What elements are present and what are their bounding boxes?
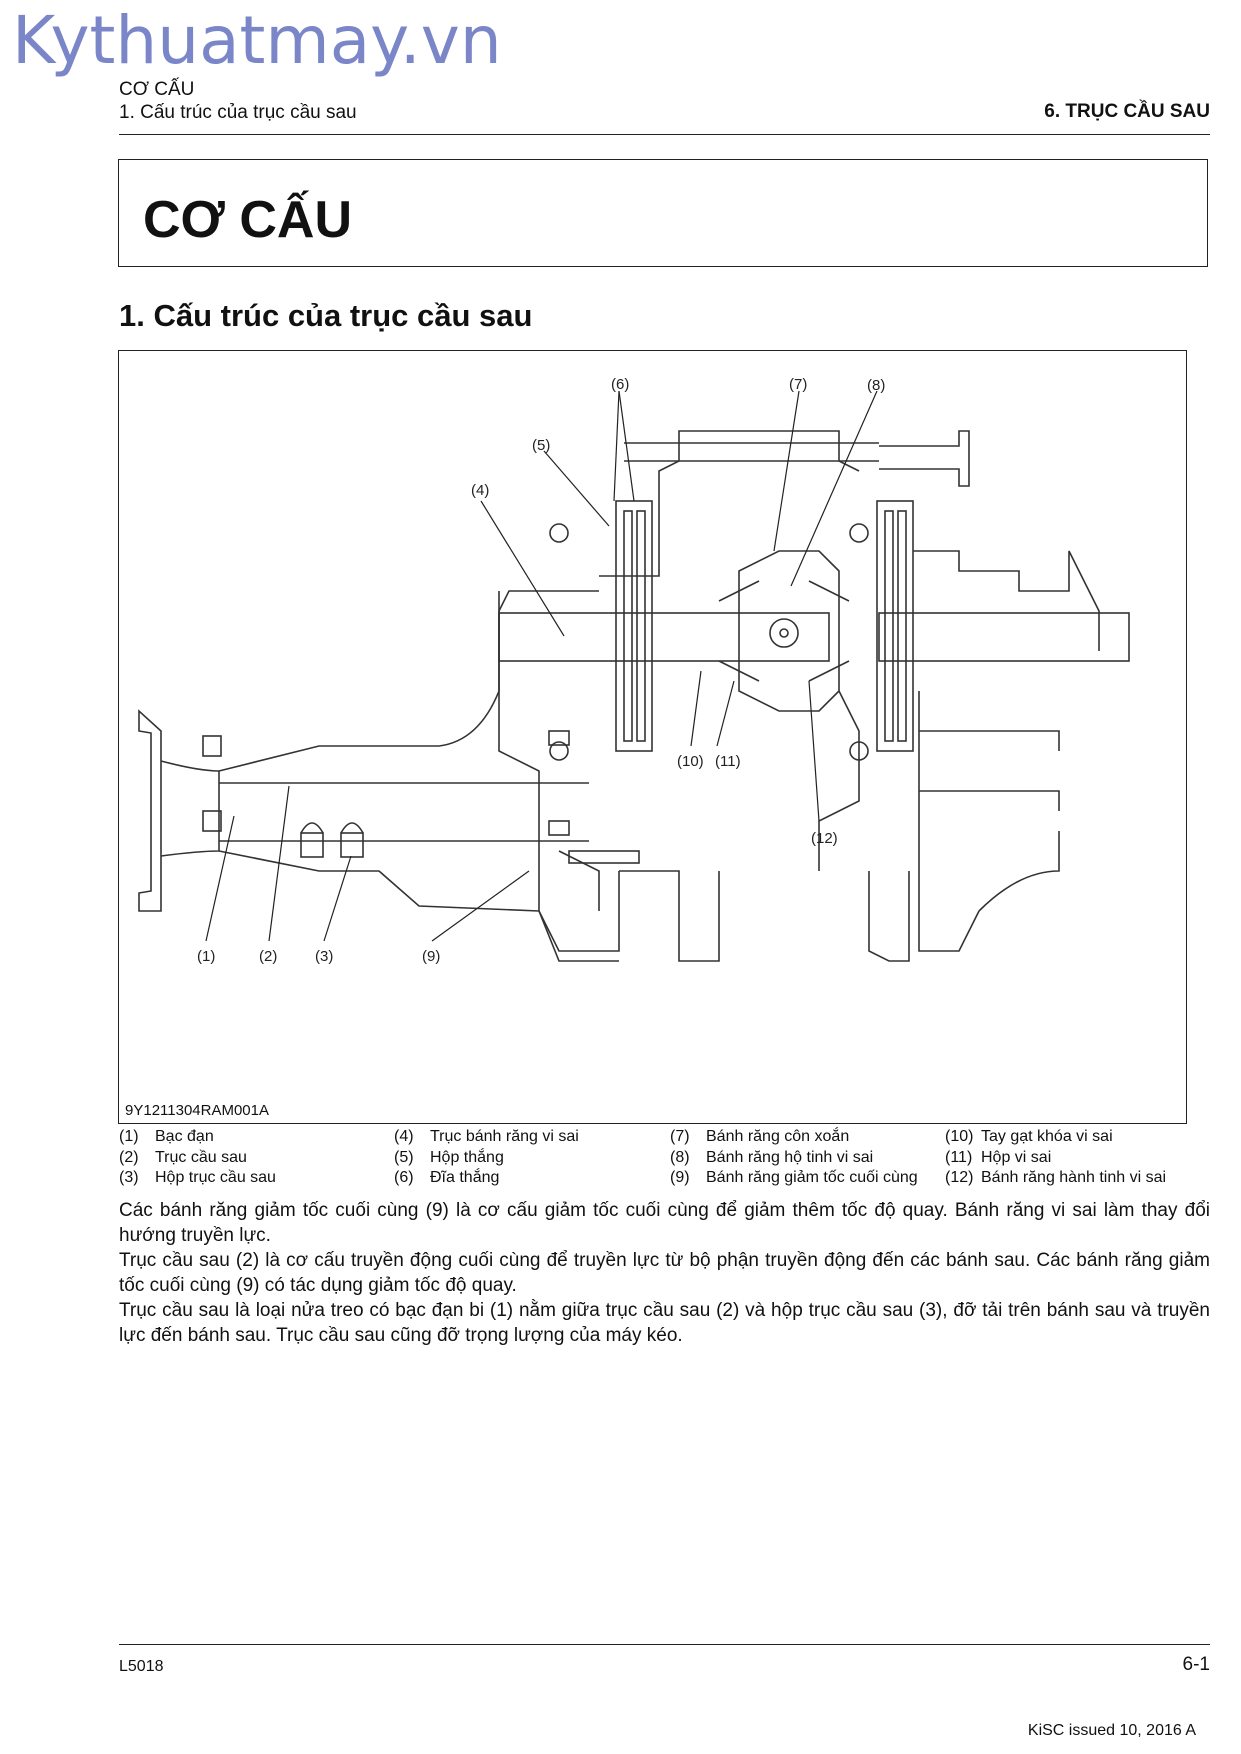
header-category: CƠ CẤU bbox=[119, 79, 195, 100]
legend-num: (3) bbox=[119, 1169, 139, 1186]
legend-item: (1) Bạc đạn bbox=[119, 1127, 276, 1148]
callout-1: (1) bbox=[197, 948, 215, 965]
callout-5: (5) bbox=[532, 437, 550, 454]
legend-text: Đĩa thắng bbox=[430, 1169, 500, 1186]
legend-text: Bánh răng côn xoắn bbox=[706, 1128, 850, 1145]
issue-note: KiSC issued 10, 2016 A bbox=[1027, 1722, 1196, 1739]
callout-10: (10) bbox=[677, 753, 704, 770]
legend-col-1: (1) Bạc đạn (2) Trục cầu sau (3) Hộp trục c… bbox=[119, 1127, 276, 1189]
body-paragraph: Các bánh răng giảm tốc cuối cùng (9) là … bbox=[119, 1200, 1210, 1246]
callout-6: (6) bbox=[611, 376, 629, 393]
legend-item: (6) Đĩa thắng bbox=[394, 1168, 579, 1189]
legend-col-3: (7) Bánh răng côn xoắn (8) Bánh răng hộ ti… bbox=[670, 1127, 918, 1189]
legend-col-2: (4) Trục bánh răng vi sai (5) Hộp thắng (6… bbox=[394, 1127, 579, 1189]
callout-2: (2) bbox=[259, 948, 277, 965]
legend-text: Hộp vi sai bbox=[981, 1148, 1052, 1166]
legend-num: (10) bbox=[945, 1128, 974, 1145]
legend-num: (5) bbox=[394, 1148, 414, 1166]
leader-lines bbox=[205, 390, 878, 942]
body-paragraph: Trục cầu sau là loại nửa treo có bạc đạn… bbox=[119, 1300, 1210, 1346]
legend-num: (1) bbox=[119, 1128, 139, 1145]
legend-text: Tay gạt khóa vi sai bbox=[981, 1128, 1113, 1145]
legend-item: (2) Trục cầu sau bbox=[119, 1148, 276, 1169]
page-title: CƠ CẤU bbox=[143, 191, 353, 249]
callout-12: (12) bbox=[811, 830, 838, 847]
callout-4: (4) bbox=[471, 482, 489, 499]
legend-text: Bánh răng hành tinh vi sai bbox=[981, 1169, 1167, 1186]
header-subsection: 1. Cấu trúc của trục cầu sau bbox=[119, 102, 357, 123]
callout-11: (11) bbox=[715, 753, 741, 770]
callout-7: (7) bbox=[789, 376, 807, 393]
header-chapter: 6. TRỤC CẦU SAU bbox=[1044, 101, 1210, 122]
watermark: Kythuatmay.vn bbox=[12, 2, 502, 79]
callout-labels: (1) (2) (3) (4) (5) (6) (7) (8) (9) (10)… bbox=[197, 376, 885, 965]
legend-num: (4) bbox=[394, 1128, 414, 1145]
legend-num: (8) bbox=[670, 1148, 690, 1166]
legend-num: (2) bbox=[119, 1148, 139, 1166]
section-title: 1. Cấu trúc của trục cầu sau bbox=[119, 298, 533, 333]
legend-text: Hộp thắng bbox=[430, 1148, 504, 1166]
legend-num: (6) bbox=[394, 1169, 414, 1186]
legend-text: Hộp trục cầu sau bbox=[155, 1169, 276, 1186]
callout-9: (9) bbox=[422, 948, 440, 965]
legend-num: (12) bbox=[945, 1169, 974, 1186]
body-paragraph: Trục cầu sau (2) là cơ cấu truyền động c… bbox=[119, 1250, 1210, 1296]
legend-item: (5) Hộp thắng bbox=[394, 1148, 579, 1169]
legend-col-4: (10) Tay gạt khóa vi sai (11) Hộp vi sai (… bbox=[945, 1127, 1166, 1189]
legend-text: Bánh răng hộ tinh vi sai bbox=[706, 1148, 874, 1166]
footer-divider bbox=[119, 1644, 1210, 1645]
legend-item: (9) Bánh răng giảm tốc cuối cùng bbox=[670, 1168, 918, 1189]
footer-model: L5018 bbox=[119, 1658, 164, 1675]
callout-8: (8) bbox=[867, 377, 885, 394]
legend-item: (8) Bánh răng hộ tinh vi sai bbox=[670, 1148, 918, 1169]
rear-axle-diagram: (1) (2) (3) (4) (5) (6) (7) (8) (9) (10)… bbox=[118, 350, 1187, 1124]
legend-text: Trục cầu sau bbox=[155, 1148, 247, 1166]
page-number: 6-1 bbox=[1182, 1654, 1210, 1675]
header-left: CƠ CẤU 1. Cấu trúc của trục cầu sau bbox=[119, 78, 357, 124]
page-title-box: CƠ CẤU bbox=[118, 159, 1208, 267]
legend-item: (11) Hộp vi sai bbox=[945, 1148, 1166, 1169]
legend-item: (12) Bánh răng hành tinh vi sai bbox=[945, 1168, 1166, 1189]
legend-item: (4) Trục bánh răng vi sai bbox=[394, 1127, 579, 1148]
header-divider bbox=[119, 134, 1210, 135]
legend-num: (7) bbox=[670, 1128, 690, 1145]
legend-item: (3) Hộp trục cầu sau bbox=[119, 1168, 276, 1189]
rear-axle-drawing: (1) (2) (3) (4) (5) (6) (7) (8) (9) (10)… bbox=[138, 376, 1130, 965]
mechanical-outline bbox=[138, 430, 1130, 962]
legend-item: (10) Tay gạt khóa vi sai bbox=[945, 1127, 1166, 1148]
figure-code: 9Y1211304RAM001A bbox=[125, 1102, 269, 1119]
legend-text: Bạc đạn bbox=[155, 1128, 214, 1145]
body-text: Các bánh răng giảm tốc cuối cùng (9) là … bbox=[119, 1198, 1210, 1348]
callout-3: (3) bbox=[315, 948, 333, 965]
legend-text: Bánh răng giảm tốc cuối cùng bbox=[706, 1169, 918, 1186]
legend-num: (11) bbox=[945, 1148, 973, 1166]
legend-num: (9) bbox=[670, 1169, 690, 1186]
legend-item: (7) Bánh răng côn xoắn bbox=[670, 1127, 918, 1148]
legend-text: Trục bánh răng vi sai bbox=[430, 1128, 579, 1145]
